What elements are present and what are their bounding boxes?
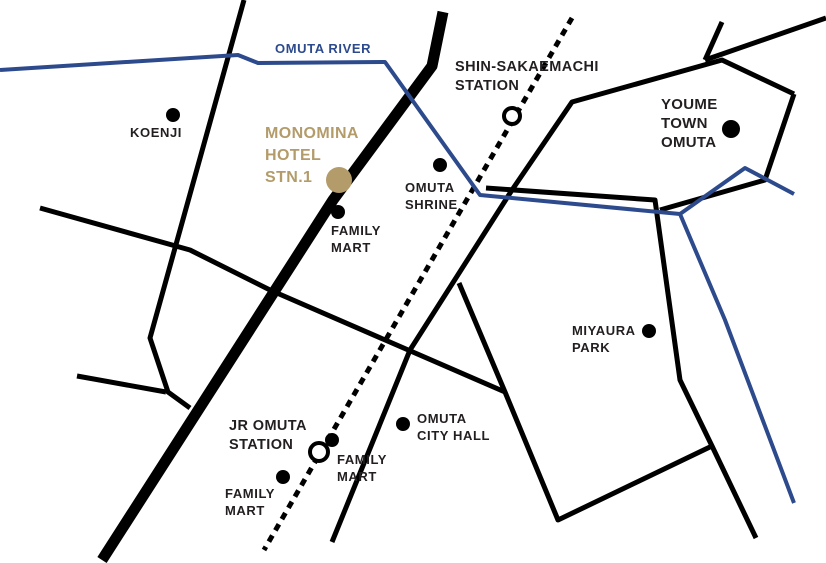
fm3-line1: FAMILY (225, 486, 275, 501)
youme-line3: OMUTA (661, 134, 716, 151)
shin-sakaemachi-line1: SHIN-SAKAEMACHI (455, 59, 599, 75)
omuta-shrine-label: OMUTA SHRINE (405, 180, 458, 212)
road-mid-east (485, 185, 759, 540)
family-mart-1-label: FAMILY MART (331, 223, 385, 255)
road-spur (456, 282, 714, 523)
miyaura-park-dot (642, 324, 656, 338)
shrine-line2: SHRINE (405, 197, 458, 212)
shrine-line1: OMUTA (405, 180, 455, 195)
family-mart-1-dot (331, 205, 345, 219)
fm1-line1: FAMILY (331, 223, 381, 238)
hotel-marker[interactable] (326, 167, 352, 193)
river (0, 53, 796, 504)
road-west-branch (76, 373, 167, 395)
hotel-label-line3: STN.1 (265, 169, 312, 186)
miyaura-park-label: MIYAURA PARK (572, 323, 639, 355)
jr-line1: JR OMUTA (229, 418, 307, 434)
koenji-dot (166, 108, 180, 122)
road-west (147, 0, 247, 411)
shin-sakaemachi-label: SHIN-SAKAEMACHI STATION (455, 59, 603, 94)
fm2-line1: FAMILY (337, 452, 387, 467)
river-south (678, 213, 796, 504)
road-cross (39, 205, 506, 395)
main-road (97, 10, 449, 563)
miyaura-line2: PARK (572, 340, 610, 355)
shin-sakaemachi-line2: STATION (455, 78, 519, 94)
hotel-label: MONOMINA HOTEL STN.1 (265, 125, 363, 186)
family-mart-2-label: FAMILY MART (337, 452, 391, 484)
hotel-label-line1: MONOMINA (265, 125, 359, 142)
jr-omuta-station-marker[interactable] (308, 441, 330, 463)
youme-line1: YOUME (661, 96, 718, 113)
family-mart-2-dot (325, 433, 339, 447)
cityhall-line2: CITY HALL (417, 428, 490, 443)
youme-town-dot (722, 120, 740, 138)
road-east-diagonal (329, 57, 796, 543)
river-main (0, 53, 795, 216)
railway (261, 16, 575, 552)
youme-town-label: YOUME TOWN OMUTA (661, 96, 722, 151)
shin-sakaemachi-station-marker[interactable] (502, 106, 522, 126)
city-hall-dot (396, 417, 410, 431)
road-youme-north (702, 20, 725, 62)
youme-line2: TOWN (661, 115, 708, 132)
roads (39, 0, 826, 563)
family-mart-3-label: FAMILY MART (225, 486, 279, 518)
fm2-line2: MART (337, 469, 377, 484)
points (166, 106, 740, 484)
fm1-line2: MART (331, 240, 371, 255)
hotel-label-line2: HOTEL (265, 147, 321, 164)
fm3-line2: MART (225, 503, 265, 518)
cityhall-line1: OMUTA (417, 411, 467, 426)
jr-omuta-label: JR OMUTA STATION (229, 418, 311, 453)
river-label: OMUTA RIVER (275, 41, 371, 56)
road-ne (704, 15, 826, 63)
family-mart-3-dot (276, 470, 290, 484)
jr-line2: STATION (229, 437, 293, 453)
city-hall-label: OMUTA CITY HALL (417, 411, 490, 443)
omuta-shrine-dot (433, 158, 447, 172)
miyaura-line1: MIYAURA (572, 323, 636, 338)
koenji-label: KOENJI (130, 125, 182, 140)
labels: OMUTA RIVER KOENJI MONOMINA HOTEL STN.1 … (130, 41, 722, 518)
